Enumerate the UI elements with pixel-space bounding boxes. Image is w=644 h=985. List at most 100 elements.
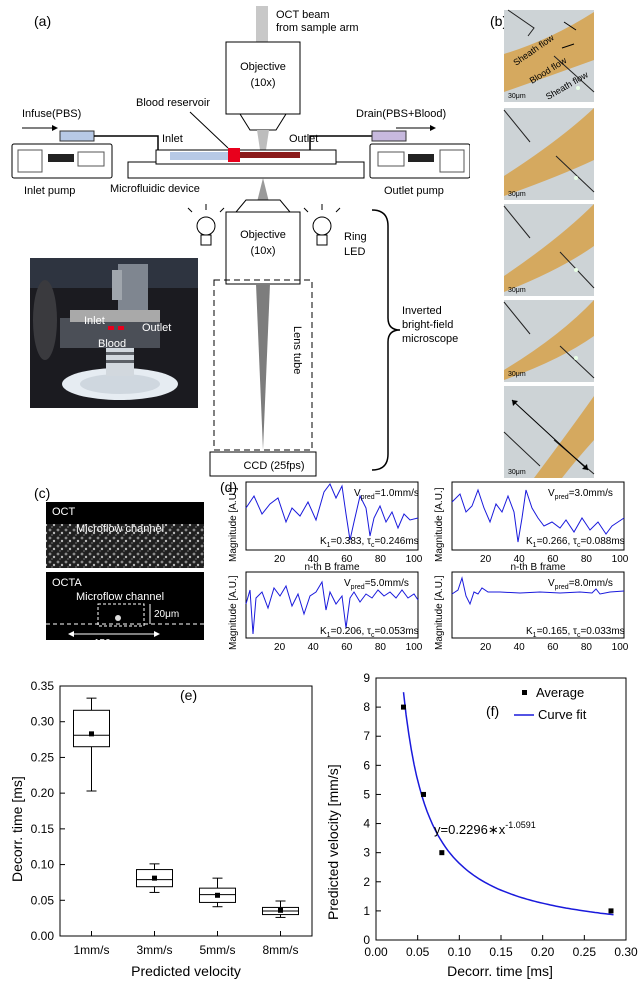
boxplot-y-tick-label: 0.05 <box>31 893 55 907</box>
signal-tick-label: 60 <box>547 642 559 653</box>
signal-tick-label: 40 <box>308 642 320 653</box>
oct-octa-panel: (c) OCT Microflow channel OCTA Microflow… <box>34 485 204 649</box>
boxplot-mean-marker <box>215 892 220 898</box>
inlet-tubing <box>94 135 159 150</box>
signal-tick-label: 20 <box>274 554 286 565</box>
oct-image <box>46 502 204 568</box>
svg-text:K1=0.266, τc=0.088ms: K1=0.266, τc=0.088ms <box>526 536 625 549</box>
svg-text:Vpred=1.0mm/s: Vpred=1.0mm/s <box>354 488 419 501</box>
boxplot-y-tick-label: 0.30 <box>31 715 55 729</box>
fit-x-tick-label: 0.15 <box>489 945 513 959</box>
inlet-pump-label: Inlet pump <box>24 185 75 197</box>
signal-tick-label: 80 <box>375 554 387 565</box>
xlabel-top-right: n-th B frame <box>510 562 565 573</box>
signal-tick-label: 20 <box>480 642 492 653</box>
drain-label: Drain(PBS+Blood) <box>356 108 446 120</box>
signal-plots: (d) Magnitude [A.U.] Magnitude [A.U.] Ma… <box>220 479 629 653</box>
fit-x-tick-label: 0.20 <box>531 945 555 959</box>
photo-blood-label: Blood <box>98 338 126 350</box>
inverted-label-3: microscope <box>402 333 458 345</box>
boxplot-xlabel: Predicted velocity <box>131 963 241 979</box>
signal-tick-label: 40 <box>514 642 526 653</box>
inverted-label: Inverted <box>402 305 442 317</box>
signal-tick-label: 60 <box>547 554 559 565</box>
photo-inlet-label: Inlet <box>84 315 105 327</box>
imaging-beam <box>256 284 270 450</box>
signal-tick-label: 20 <box>274 642 286 653</box>
boxplot-x-tick-label: 3mm/s <box>137 943 173 957</box>
ylabel-bottom-right: Magnitude [A.U.] <box>434 575 445 650</box>
signal-trace-1 <box>245 483 419 541</box>
signal-tick-label: 100 <box>406 642 423 653</box>
signal-tick-label: 20 <box>480 554 492 565</box>
flow-micrographs: (b) Sheath flow Blood flow Sheath flow 3… <box>490 9 595 478</box>
objective-bottom-label: Objective <box>240 229 286 241</box>
outlet-tubing <box>309 135 372 150</box>
ylabel-top-left: Magnitude [A.U.] <box>228 487 239 562</box>
photo-outlet-label: Outlet <box>142 322 171 334</box>
setup-photo <box>30 258 198 408</box>
signal-trace-2 <box>451 488 625 543</box>
ylabel-bottom-left: Magnitude [A.U.] <box>228 575 239 650</box>
plot3-annotation: Vpred=5.0mm/s K1=0.206, τc=0.053ms <box>320 578 419 639</box>
fit-x-tick-label: 0.25 <box>573 945 597 959</box>
legend-average-marker <box>522 690 527 695</box>
velocity-fit-chart: (f) Predicted velocity [mm/s] Decorr. ti… <box>325 671 638 979</box>
objective-top <box>225 41 301 115</box>
svg-text:Vpred=8.0mm/s: Vpred=8.0mm/s <box>548 578 613 591</box>
boxplot-x-tick-label: 1mm/s <box>74 943 110 957</box>
plot-frame-1 <box>245 481 419 551</box>
signal-tick-label: 100 <box>406 554 423 565</box>
ylabel-top-right: Magnitude [A.U.] <box>434 487 445 562</box>
panel-label-e: (e) <box>180 687 197 703</box>
outlet-syringe <box>371 130 407 142</box>
signal-tick-label: 100 <box>612 554 629 565</box>
average-point <box>401 704 406 710</box>
boxplot-y-tick-label: 0.15 <box>31 822 55 836</box>
octa-label: OCTA <box>52 577 82 589</box>
micrograph-4 <box>503 300 595 382</box>
fit-y-tick-label: 0 <box>363 933 370 947</box>
beam-focus-bottom <box>257 178 269 202</box>
legend-average-label: Average <box>536 685 584 700</box>
objective-top-label-2: (10x) <box>250 77 275 89</box>
oct-channel-label: Microflow channel <box>76 523 164 535</box>
panel-label-c: (c) <box>34 485 50 501</box>
ring-led-label: Ring <box>344 231 367 243</box>
boxplot-y-tick-label: 0.10 <box>31 858 55 872</box>
svg-text:Vpred=5.0mm/s: Vpred=5.0mm/s <box>344 578 409 591</box>
signal-tick-label: 40 <box>514 554 526 565</box>
svg-text:K1=0.206, τc=0.053ms: K1=0.206, τc=0.053ms <box>320 626 419 639</box>
plot-frame-4 <box>451 571 625 639</box>
oct-label: OCT <box>52 506 76 518</box>
signal-tick-label: 100 <box>612 642 629 653</box>
ccd <box>209 451 317 477</box>
average-point <box>608 908 614 914</box>
fit-y-tick-label: 3 <box>363 846 370 860</box>
oct-beam-label-2: from sample arm <box>276 22 359 34</box>
objective-bottom-label-2: (10x) <box>250 245 275 257</box>
fit-y-tick-label: 8 <box>363 700 370 714</box>
scale-bar-2: 30μm <box>508 191 526 198</box>
svg-text:K1=0.383, τc=0.246ms: K1=0.383, τc=0.246ms <box>320 536 419 549</box>
octa-channel-label: Microflow channel <box>76 591 164 603</box>
boxplot-frame <box>59 685 313 937</box>
microfluidic-label: Microfluidic device <box>110 183 200 195</box>
micrograph-5 <box>503 386 595 478</box>
signal-tick-label: 80 <box>375 642 387 653</box>
plot2-annotation: Vpred=3.0mm/s K1=0.266, τc=0.088ms <box>526 488 625 549</box>
oct-beam-label: OCT beam <box>276 9 330 21</box>
oct-beam <box>256 6 268 42</box>
objective-bottom <box>225 211 301 285</box>
fit-frame <box>375 677 627 941</box>
outlet-label: Outlet <box>289 133 318 145</box>
plot-frame-3 <box>245 571 419 639</box>
inverted-label-2: bright-field <box>402 319 453 331</box>
average-point <box>439 850 445 856</box>
lens-tube <box>213 279 313 451</box>
fit-ylabel: Predicted velocity [mm/s] <box>325 764 341 920</box>
plot4-annotation: Vpred=8.0mm/s K1=0.165, τc=0.033ms <box>526 578 625 639</box>
boxplot-y-tick-label: 0.20 <box>31 786 55 800</box>
fit-y-tick-label: 2 <box>363 875 370 889</box>
